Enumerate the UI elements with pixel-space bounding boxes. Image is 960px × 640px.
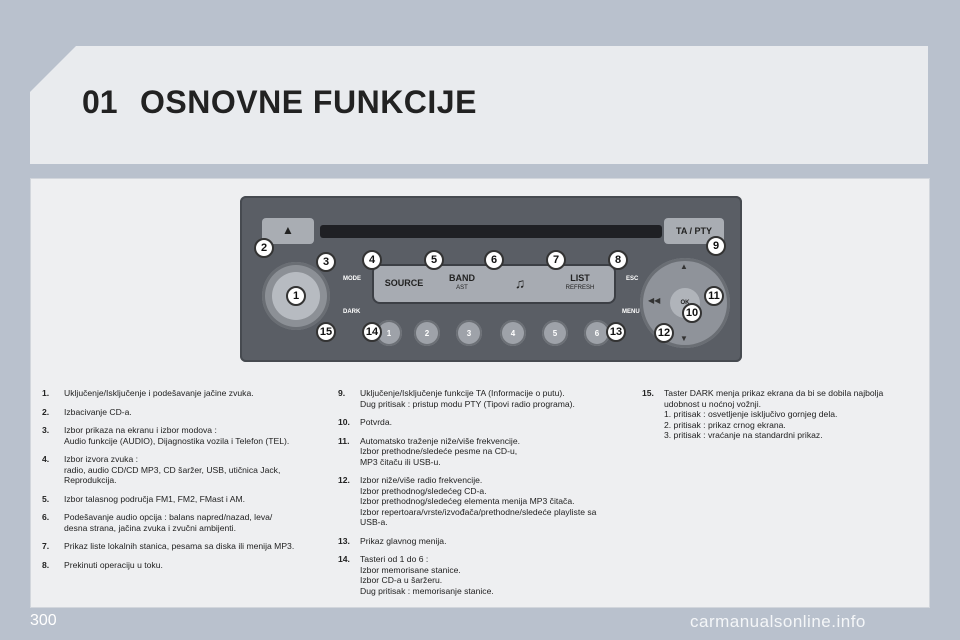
- legend-item: 6.Podešavanje audio opcija : balans napr…: [42, 512, 273, 533]
- band-sublabel: AST: [456, 285, 468, 291]
- band-label: BAND: [449, 273, 475, 283]
- legend-item: 15.Taster DARK menja prikaz ekrana da bi…: [642, 388, 884, 440]
- callout-3: 3: [316, 252, 336, 272]
- callout-7: 7: [546, 250, 566, 270]
- callout-10: 10: [682, 303, 702, 323]
- callout-15: 15: [316, 322, 336, 342]
- esc-label: ESC: [626, 276, 639, 282]
- watermark: carmanualsonline.info: [690, 612, 866, 631]
- legend-column-2: 9.Uključenje/Isključenje funkcije TA (In…: [338, 388, 638, 604]
- cd-slot: [320, 225, 662, 238]
- legend-item: 4.Izbor izvora zvuka : radio, audio CD/C…: [42, 454, 281, 485]
- page-number: 300: [30, 612, 57, 629]
- chapter-header: [30, 46, 928, 164]
- legend-item: 5.Izbor talasnog područja FM1, FM2, FMas…: [42, 493, 246, 504]
- legend-column-3: 15.Taster DARK menja prikaz ekrana da bi…: [642, 388, 922, 449]
- legend-item: 13.Prikaz glavnog menija.: [338, 535, 447, 546]
- chapter-number: 01: [82, 84, 118, 120]
- arrow-left-icon: ◀◀: [648, 296, 661, 305]
- source-button: SOURCE: [384, 278, 424, 288]
- music-icon: ♫: [514, 275, 526, 291]
- legend-item: 2.Izbacivanje CD-a.: [42, 406, 132, 417]
- callout-8: 8: [608, 250, 628, 270]
- dark-label: DARK: [343, 309, 361, 315]
- callout-12: 12: [654, 323, 674, 343]
- legend-item: 11.Automatsko traženje niže/više frekven…: [338, 435, 521, 467]
- function-buttons-bar: [372, 264, 616, 304]
- mode-label: MODE: [343, 276, 361, 282]
- list-label: LIST: [570, 273, 590, 283]
- arrow-up-icon: ▲: [680, 262, 688, 271]
- arrow-down-icon: ▼: [680, 334, 688, 343]
- callout-14: 14: [362, 322, 382, 342]
- callout-5: 5: [424, 250, 444, 270]
- legend-item: 9.Uključenje/Isključenje funkcije TA (In…: [338, 388, 575, 409]
- callout-1: 1: [286, 286, 306, 306]
- legend-item: 1.Uključenje/Isključenje i podešavanje j…: [42, 388, 254, 398]
- callout-13: 13: [606, 322, 626, 342]
- preset-button-4: 4: [500, 320, 526, 346]
- legend-item: 7.Prikaz liste lokalnih stanica, pesama …: [42, 541, 295, 551]
- chapter-title: OSNOVNE FUNKCIJE: [140, 84, 477, 120]
- callout-9: 9: [706, 236, 726, 256]
- preset-button-5: 5: [542, 320, 568, 346]
- preset-button-6: 6: [584, 320, 610, 346]
- header-corner-cut: [30, 46, 76, 92]
- callout-4: 4: [362, 250, 382, 270]
- legend-item: 14.Tasteri od 1 do 6 : Izbor memorisane …: [338, 554, 494, 596]
- legend-column-1: 1.Uključenje/Isključenje i podešavanje j…: [42, 388, 332, 578]
- preset-button-2: 2: [414, 320, 440, 346]
- callout-6: 6: [484, 250, 504, 270]
- legend-item: 8.Prekinuti operaciju u toku.: [42, 559, 163, 570]
- callout-11: 11: [704, 286, 724, 306]
- callout-2: 2: [254, 238, 274, 258]
- list-sublabel: REFRESH: [565, 285, 595, 291]
- legend-item: 10.Potvrda.: [338, 417, 393, 427]
- band-button: BAND AST: [434, 270, 490, 299]
- list-button: LIST REFRESH: [552, 270, 608, 299]
- legend-item: 3.Izbor prikaza na ekranu i izbor modova…: [42, 425, 290, 446]
- legend-item: 12.Izbor niže/više radio frekvencije. Iz…: [338, 475, 597, 527]
- preset-button-3: 3: [456, 320, 482, 346]
- menu-label: MENU: [622, 309, 640, 315]
- eject-icon: ▲: [282, 223, 294, 237]
